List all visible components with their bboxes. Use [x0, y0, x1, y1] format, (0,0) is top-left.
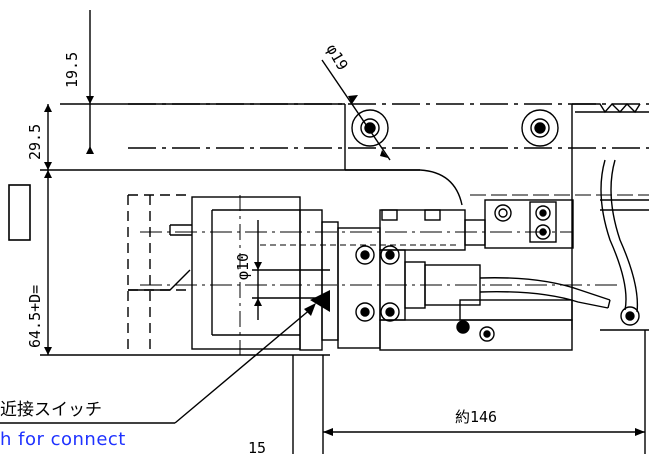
dim-29-5: 29.5	[26, 104, 52, 170]
cable-right	[600, 159, 649, 331]
switch-assembly	[299, 199, 611, 351]
dim-phi19: φ19	[321, 41, 391, 161]
callout-label-en: h for connect	[0, 429, 126, 450]
cylinder-body	[127, 194, 301, 355]
dim-text-146: 約146	[455, 408, 497, 426]
dim-text-29-5: 29.5	[26, 124, 44, 160]
dim-19-5: 19.5	[60, 10, 345, 154]
dim-text-19-5: 19.5	[63, 52, 81, 88]
top-rails	[128, 102, 649, 330]
bolt-left	[351, 109, 389, 147]
bolt-right	[521, 109, 559, 147]
dim-text-phi19: φ19	[323, 41, 352, 73]
extension-lines-bottom	[292, 330, 646, 454]
callout-label-jp: 近接スイッチ	[0, 400, 102, 420]
dim-64-5-d: 64.5+D=	[8, 169, 420, 356]
dim-phi10: φ10	[234, 220, 330, 320]
fittings	[355, 201, 557, 342]
dim-text-phi10: φ10	[234, 253, 252, 280]
dim-146: 約146	[323, 408, 645, 436]
dim-15: 15	[248, 439, 266, 454]
dim-text-15: 15	[248, 439, 266, 454]
dim-text-64-5-d: 64.5+D=	[26, 285, 44, 348]
callout-leader	[0, 303, 316, 424]
dim-input-box	[8, 184, 31, 241]
